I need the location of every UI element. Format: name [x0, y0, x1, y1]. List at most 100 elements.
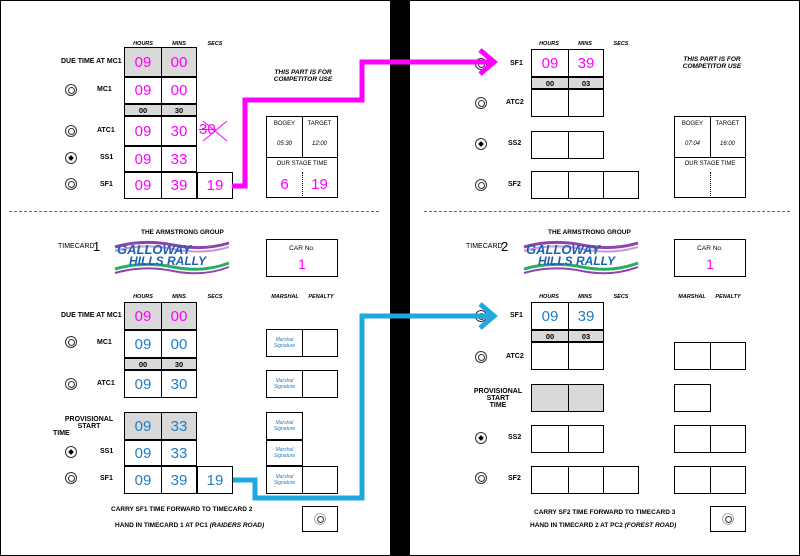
r-secs-header-2: SECS: [613, 294, 629, 300]
r-ss2-marshal-cell[interactable]: [674, 425, 711, 453]
r-card-sf2-flag-icon: [475, 472, 487, 484]
r-offset-hours: 00: [531, 77, 569, 89]
due-mins-box: 00: [161, 47, 197, 77]
r-sf2-penalty-cell[interactable]: [710, 466, 746, 494]
r-card-sf1-label: SF1: [510, 312, 523, 319]
r-card-atc2-hours[interactable]: [531, 342, 569, 370]
r-atc2-hours[interactable]: [531, 89, 569, 117]
r-card-ss2-mins[interactable]: [568, 425, 604, 453]
sf1-label: SF1: [100, 181, 113, 188]
r-atc2-marshal-cell[interactable]: [674, 342, 711, 370]
r-mins-header: MINS: [578, 41, 592, 47]
tear-line: [9, 211, 379, 212]
r-group-name: THE ARMSTRONG GROUP: [548, 229, 631, 236]
card-offset-mins: 30: [161, 358, 197, 370]
r-card-provisional-label: PROVISIONAL START TIME: [462, 388, 534, 409]
atc1-marshal-signature[interactable]: Marshal Signature: [266, 370, 303, 398]
card-mc1-label: MC1: [97, 339, 112, 346]
sf1-marshal-signature[interactable]: Marshal Signature: [266, 466, 303, 494]
target-value: 12:00: [311, 141, 327, 147]
r-atc2-stamp-icon: [475, 97, 487, 109]
r-ss2-mins[interactable]: [568, 131, 604, 159]
logo-line-2: HILLS RALLY: [129, 254, 207, 268]
bogey-label: BOGEY: [273, 121, 296, 127]
atc1-label: ATC1: [97, 127, 115, 134]
r-hours-header: HOURS: [539, 41, 559, 47]
r-timecard-number: 2: [501, 239, 509, 254]
r-logo-line-2: HILLS RALLY: [538, 254, 616, 268]
r-sf1-mins: 39: [568, 49, 604, 77]
atc1-mins-box: 30: [161, 116, 197, 146]
ss1-label: SS1: [100, 154, 114, 161]
r-competitor-note-line-1: THIS PART IS FOR: [683, 56, 741, 63]
r-provisional-label-line-2: TIME: [489, 402, 507, 409]
ss1-diamond-icon: [65, 152, 77, 164]
r-card-offset-hours: 00: [531, 330, 569, 342]
sf1-secs-box: 19: [197, 172, 233, 199]
marshal-header: MARSHAL: [271, 294, 299, 300]
r-ss2-penalty-cell[interactable]: [710, 425, 746, 453]
r-sf2-flag-icon: [475, 179, 487, 191]
car-label: CAR No.: [289, 245, 315, 252]
card-ss1-hours: 09: [124, 440, 162, 466]
timecard-1-sheet: HOURS MINS SECS DUE TIME AT MC1 09 00 MC…: [1, 1, 390, 555]
r-sf1-hours: 09: [531, 49, 569, 77]
r-competitor-note: THIS PART IS FOR COMPETITOR USE: [672, 56, 752, 70]
stage-minutes: 6: [280, 176, 289, 193]
r-sf2-secs[interactable]: [603, 171, 639, 199]
r-atc2-penalty-cell[interactable]: [710, 342, 746, 370]
r-prov-marshal-cell[interactable]: [674, 384, 711, 412]
rally-logo: GALLOWAY HILLS RALLY: [113, 237, 231, 277]
r-sf2-hours[interactable]: [531, 171, 569, 199]
hand-in-prefix: HAND IN TIMECARD 1 AT PC1: [115, 522, 208, 529]
r-card-atc2-mins[interactable]: [568, 342, 604, 370]
card-provisional-label: PROVISIONAL START TIME: [53, 416, 125, 437]
mc1-label: MC1: [97, 86, 112, 93]
sf1-hours-box: 09: [124, 172, 162, 199]
r-card-offset-mins: 03: [568, 330, 604, 342]
card-ss1-diamond-icon: [65, 446, 77, 458]
r-stage-time-label: OUR STAGE TIME: [684, 161, 736, 167]
card-sf1-secs: 19: [197, 466, 233, 494]
ss1-mins-box: 33: [161, 146, 197, 172]
penalty-header: PENALTY: [308, 294, 334, 300]
r-hand-in-note: HAND IN TIMECARD 2 AT PC2 (FOREST ROAD): [530, 522, 676, 529]
hours-header-2: HOURS: [133, 294, 153, 300]
pc2-stamp-box: [710, 506, 746, 532]
r-atc2-mins[interactable]: [568, 89, 604, 117]
stage-time-label: OUR STAGE TIME: [276, 161, 328, 167]
r-card-ss2-diamond-icon: [475, 432, 487, 444]
r-bogey-label: BOGEY: [681, 121, 704, 127]
bogey-value: 05:30: [276, 141, 292, 147]
r-logo-line-1: GALLOWAY: [526, 242, 601, 257]
r-card-sf2-mins[interactable]: [568, 466, 604, 494]
prov-marshal-signature[interactable]: Marshal Signature: [266, 412, 303, 440]
card-atc1-mins: 30: [161, 370, 197, 398]
r-tear-line: [424, 211, 790, 212]
due-hours-box: 09: [124, 47, 162, 77]
provisional-label-line-2: TIME: [53, 430, 70, 437]
atc1-hours-box: 09: [124, 116, 162, 146]
card-due-mins: 00: [161, 302, 197, 330]
r-ss2-diamond-icon: [475, 138, 487, 150]
mins-header-2: MINS: [172, 294, 186, 300]
atc1-penalty-cell[interactable]: [302, 370, 338, 398]
ss1-marshal-signature[interactable]: Marshal Signature: [266, 440, 303, 466]
r-card-sf2-secs[interactable]: [603, 466, 639, 494]
r-penalty-header: PENALTY: [715, 294, 741, 300]
timecard-number: 1: [93, 239, 101, 254]
mc1-penalty-cell[interactable]: [302, 329, 338, 357]
card-sf1-mins: 39: [161, 466, 197, 494]
r-card-atc2-label: ATC2: [506, 353, 524, 360]
r-timecard-label: TIMECARD: [466, 243, 503, 250]
r-card-sf2-hours[interactable]: [531, 466, 569, 494]
competitor-note-line-2: COMPETITOR USE: [273, 76, 333, 83]
sf1-penalty-cell[interactable]: [302, 466, 338, 494]
r-card-sf2-label: SF2: [508, 475, 521, 482]
r-card-prov-mins[interactable]: [568, 384, 604, 412]
r-ss2-hours[interactable]: [531, 131, 569, 159]
card-prov-mins: 33: [161, 412, 197, 440]
r-secs-header: SECS: [613, 41, 629, 47]
r-card-sf1-mins: 39: [568, 302, 604, 330]
card-mc1-stamp-icon: [65, 336, 77, 348]
